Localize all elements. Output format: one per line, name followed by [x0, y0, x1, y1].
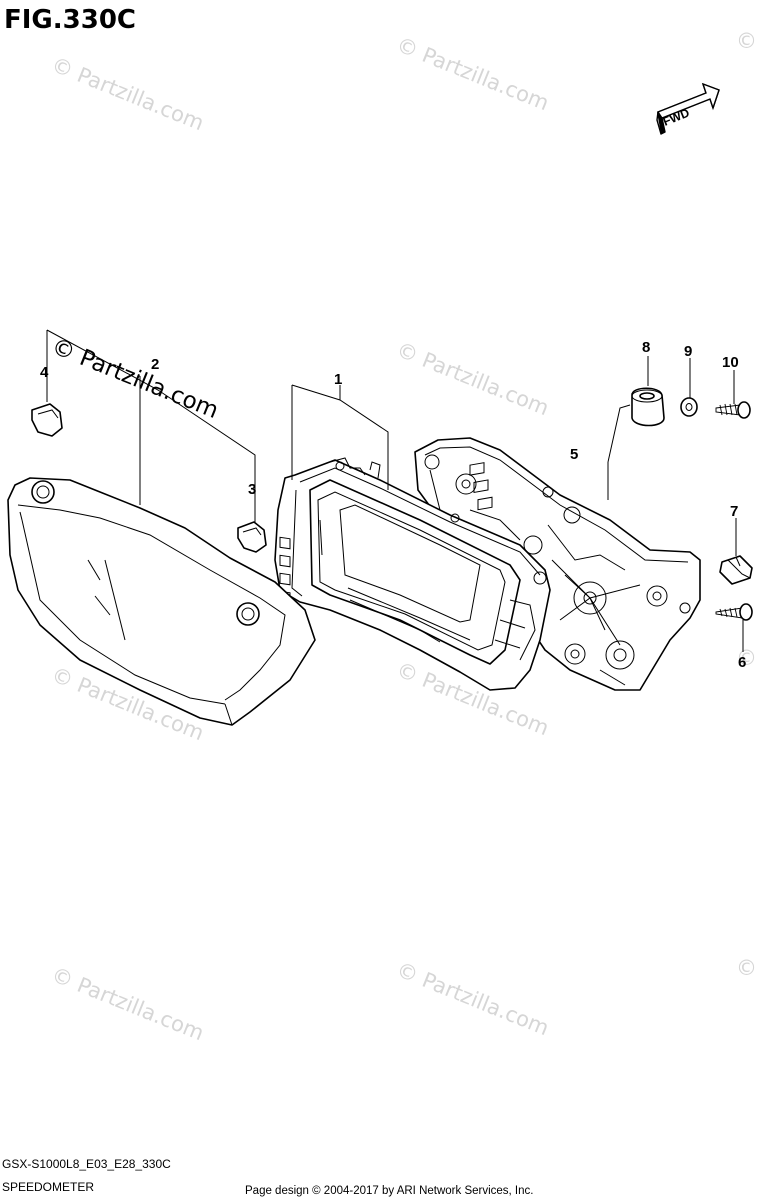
page-credit: Page design © 2004-2017 by ARI Network S…: [245, 1185, 533, 1197]
figure-title: FIG.330C: [4, 5, 136, 35]
section-name: SPEEDOMETER: [2, 1180, 94, 1194]
callout-8: 8: [642, 339, 650, 356]
part-3-cap: [237, 521, 267, 553]
callout-3: 3: [248, 481, 256, 498]
watermark-symbol: ©: [736, 29, 757, 53]
watermark-symbol: ©: [736, 956, 757, 980]
part-7-clip-nut: [719, 555, 753, 585]
part-6-screw: [715, 603, 753, 621]
part-2-meter-cover: [7, 477, 316, 726]
part-9-washer: [680, 397, 698, 417]
callout-10: 10: [722, 354, 739, 371]
watermark: © Partzilla.com: [393, 337, 552, 420]
part-1-meter-assy: [274, 457, 551, 691]
watermark: © Partzilla.com: [393, 32, 552, 115]
callouts: 1 2 3 4 5 6 7 8 9 10: [40, 339, 746, 671]
callout-4: 4: [40, 364, 49, 381]
callout-9: 9: [684, 343, 692, 360]
callout-5: 5: [570, 446, 578, 463]
fwd-arrow-icon: FWD: [656, 82, 720, 135]
watermark-symbol: ©: [736, 646, 757, 670]
callout-6: 6: [738, 654, 746, 671]
callout-1: 1: [334, 371, 342, 388]
callout-2: 2: [151, 356, 159, 373]
leader-lines: [46, 329, 744, 652]
watermark-prominent: © Partzilla.com: [48, 333, 222, 424]
callout-7: 7: [730, 503, 738, 520]
model-code: GSX-S1000L8_E03_E28_330C: [2, 1157, 171, 1171]
watermark: © Partzilla.com: [48, 962, 207, 1045]
part-8-grommet: [631, 387, 665, 427]
watermark: © Partzilla.com: [393, 957, 552, 1040]
part-4-cap: [31, 403, 63, 437]
part-10-screw: [715, 401, 751, 419]
watermark: © Partzilla.com: [48, 52, 207, 135]
